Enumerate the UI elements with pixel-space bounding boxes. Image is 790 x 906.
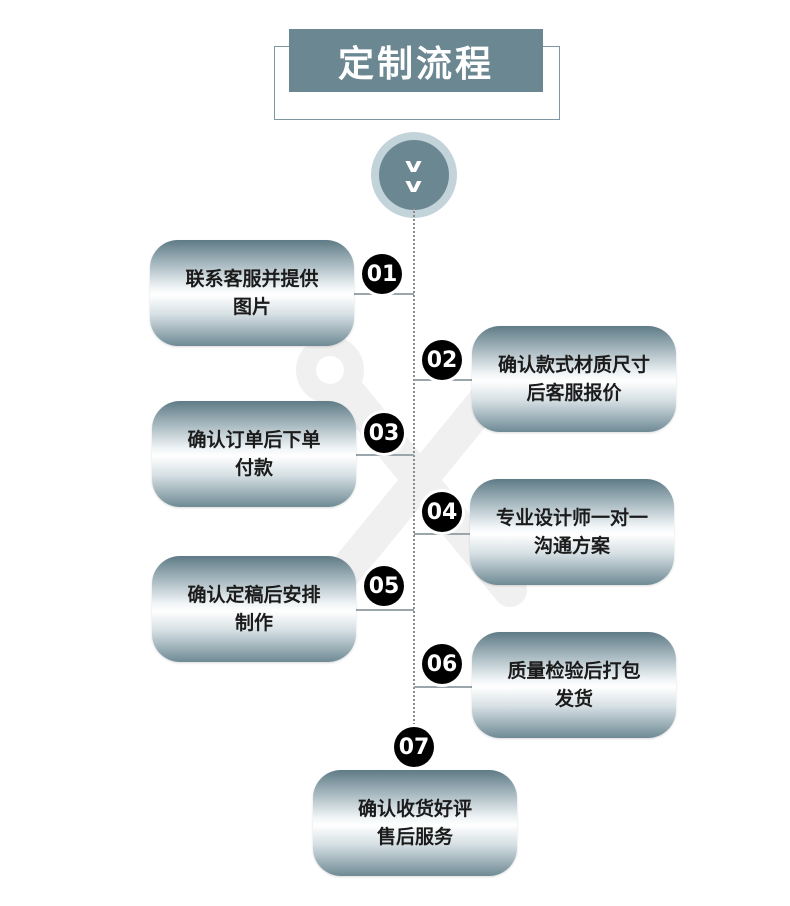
step-badge-03: 03 — [364, 413, 404, 453]
step-card-01: 联系客服并提供 图片 — [150, 240, 354, 346]
step-text: 专业设计师一对一 沟通方案 — [495, 507, 648, 557]
step-text: 确认款式材质尺寸 后客服报价 — [497, 354, 650, 404]
page-title: 定制流程 — [289, 29, 543, 92]
step-badge-07: 07 — [394, 727, 434, 767]
step-card-03: 确认订单后下单 付款 — [152, 401, 356, 507]
step-card-05: 确认定稿后安排 制作 — [152, 556, 356, 662]
flow-spine — [413, 208, 415, 740]
step-text: 质量检验后打包 发货 — [507, 660, 641, 710]
step-badge-06: 06 — [422, 644, 462, 684]
step-card-02: 确认款式材质尺寸 后客服报价 — [472, 326, 676, 432]
connector-06 — [414, 686, 474, 688]
connector-03 — [356, 454, 414, 456]
step-badge-01: 01 — [362, 254, 402, 294]
step-card-04: 专业设计师一对一 沟通方案 — [470, 479, 674, 585]
connector-01 — [354, 293, 414, 295]
step-card-06: 质量检验后打包 发货 — [472, 632, 676, 738]
step-badge-05: 05 — [364, 566, 404, 606]
step-text: 确认定稿后安排 制作 — [187, 584, 321, 634]
connector-04 — [414, 533, 472, 535]
step-text: 确认收货好评 售后服务 — [357, 798, 472, 848]
step-card-07: 确认收货好评 售后服务 — [313, 770, 517, 876]
step-text: 确认订单后下单 付款 — [187, 429, 321, 479]
step-text: 联系客服并提供 图片 — [185, 268, 319, 318]
step-badge-04: 04 — [422, 492, 462, 532]
step-badge-02: 02 — [422, 340, 462, 380]
connector-05 — [356, 609, 414, 611]
connector-02 — [414, 379, 474, 381]
